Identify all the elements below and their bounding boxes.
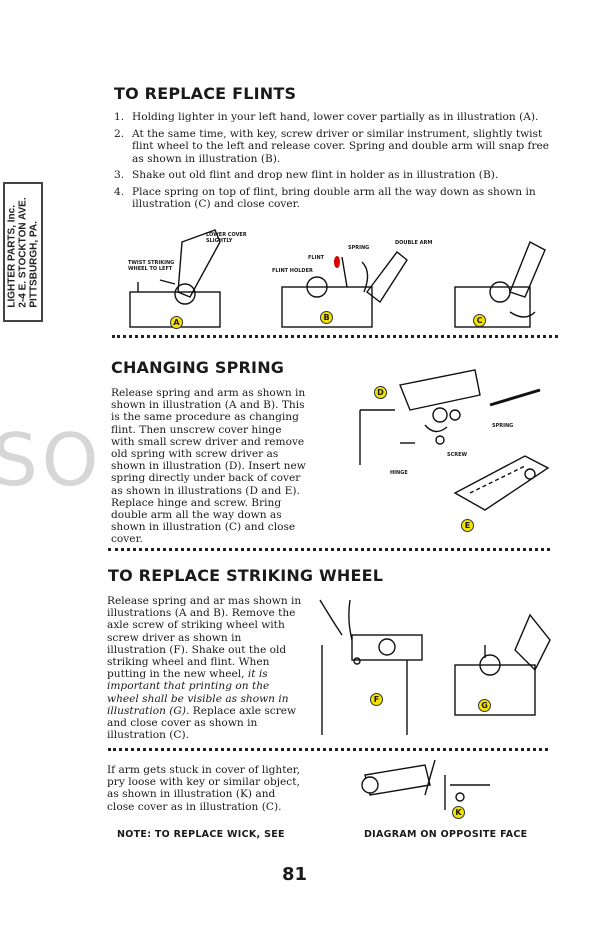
illustration-g [454, 613, 551, 716]
illustration-k [361, 759, 490, 810]
label-flint: FLINT [308, 255, 325, 261]
label-lower-cover: LOWER COVER SLIGHTLY [206, 232, 247, 244]
label-double-arm: DOUBLE ARM [395, 240, 433, 246]
label-flint-holder: FLINT HOLDER [272, 268, 313, 274]
section-title-wheel: TO REPLACE STRIKING WHEEL [108, 566, 384, 585]
marker-d: D [374, 386, 387, 399]
marker-f: F [370, 693, 383, 706]
label-spring-2: SPRING [492, 423, 514, 429]
wheel-instructions: Release spring and ar mas shown in illus… [107, 595, 302, 742]
label-screw: SCREW [447, 452, 468, 458]
marker-k: K [452, 806, 465, 819]
label-spring: SPRING [348, 245, 370, 251]
vendor-stamp: LIGHTER PARTS, Inc. 2-4 E. STOCKTON AVE.… [3, 182, 43, 322]
divider [108, 548, 550, 551]
stamp-line-2: 2-4 E. STOCKTON AVE. [17, 196, 29, 308]
step-item: 2.At the same time, with key, screw driv… [114, 127, 550, 165]
spring-instructions: Release spring and arm as shown in shown… [111, 387, 306, 546]
flint-steps: 1.Holding lighter in your left hand, low… [114, 111, 560, 215]
marker-g: G [478, 699, 491, 712]
step-item: 4.Place spring on top of flint, bring do… [114, 185, 536, 211]
label-twist-wheel: TWIST STRIKING WHEEL TO LEFT [128, 260, 175, 272]
stuck-arm-instructions: If arm gets stuck in cover of lighter, p… [107, 764, 301, 813]
marker-a: A [170, 316, 183, 329]
illustration-d [359, 369, 541, 465]
illustration-f [319, 599, 423, 735]
stamp-line-1: LIGHTER PARTS, Inc. [6, 204, 18, 308]
marker-e: E [461, 519, 474, 532]
section-title-flints: TO REPLACE FLINTS [114, 84, 297, 103]
marker-c: C [473, 314, 486, 327]
step-item: 1.Holding lighter in your left hand, low… [114, 111, 539, 123]
divider [112, 335, 558, 338]
label-hinge: HINGE [390, 470, 408, 476]
stamp-line-3: PITTSBURGH, PA. [28, 220, 40, 308]
watermark: SO [0, 418, 103, 502]
section-title-spring: CHANGING SPRING [111, 358, 285, 377]
illustration-a [129, 229, 221, 328]
note-right: DIAGRAM ON OPPOSITE FACE [364, 829, 528, 840]
illustration-b [281, 251, 408, 328]
step-item: 3.Shake out old flint and drop new flint… [114, 169, 499, 181]
page-number: 81 [282, 864, 308, 885]
marker-b: B [320, 311, 333, 324]
illustration-c [454, 241, 546, 328]
note-left: NOTE: TO REPLACE WICK, SEE [117, 829, 285, 840]
illustration-e [453, 455, 550, 511]
divider [108, 748, 548, 751]
